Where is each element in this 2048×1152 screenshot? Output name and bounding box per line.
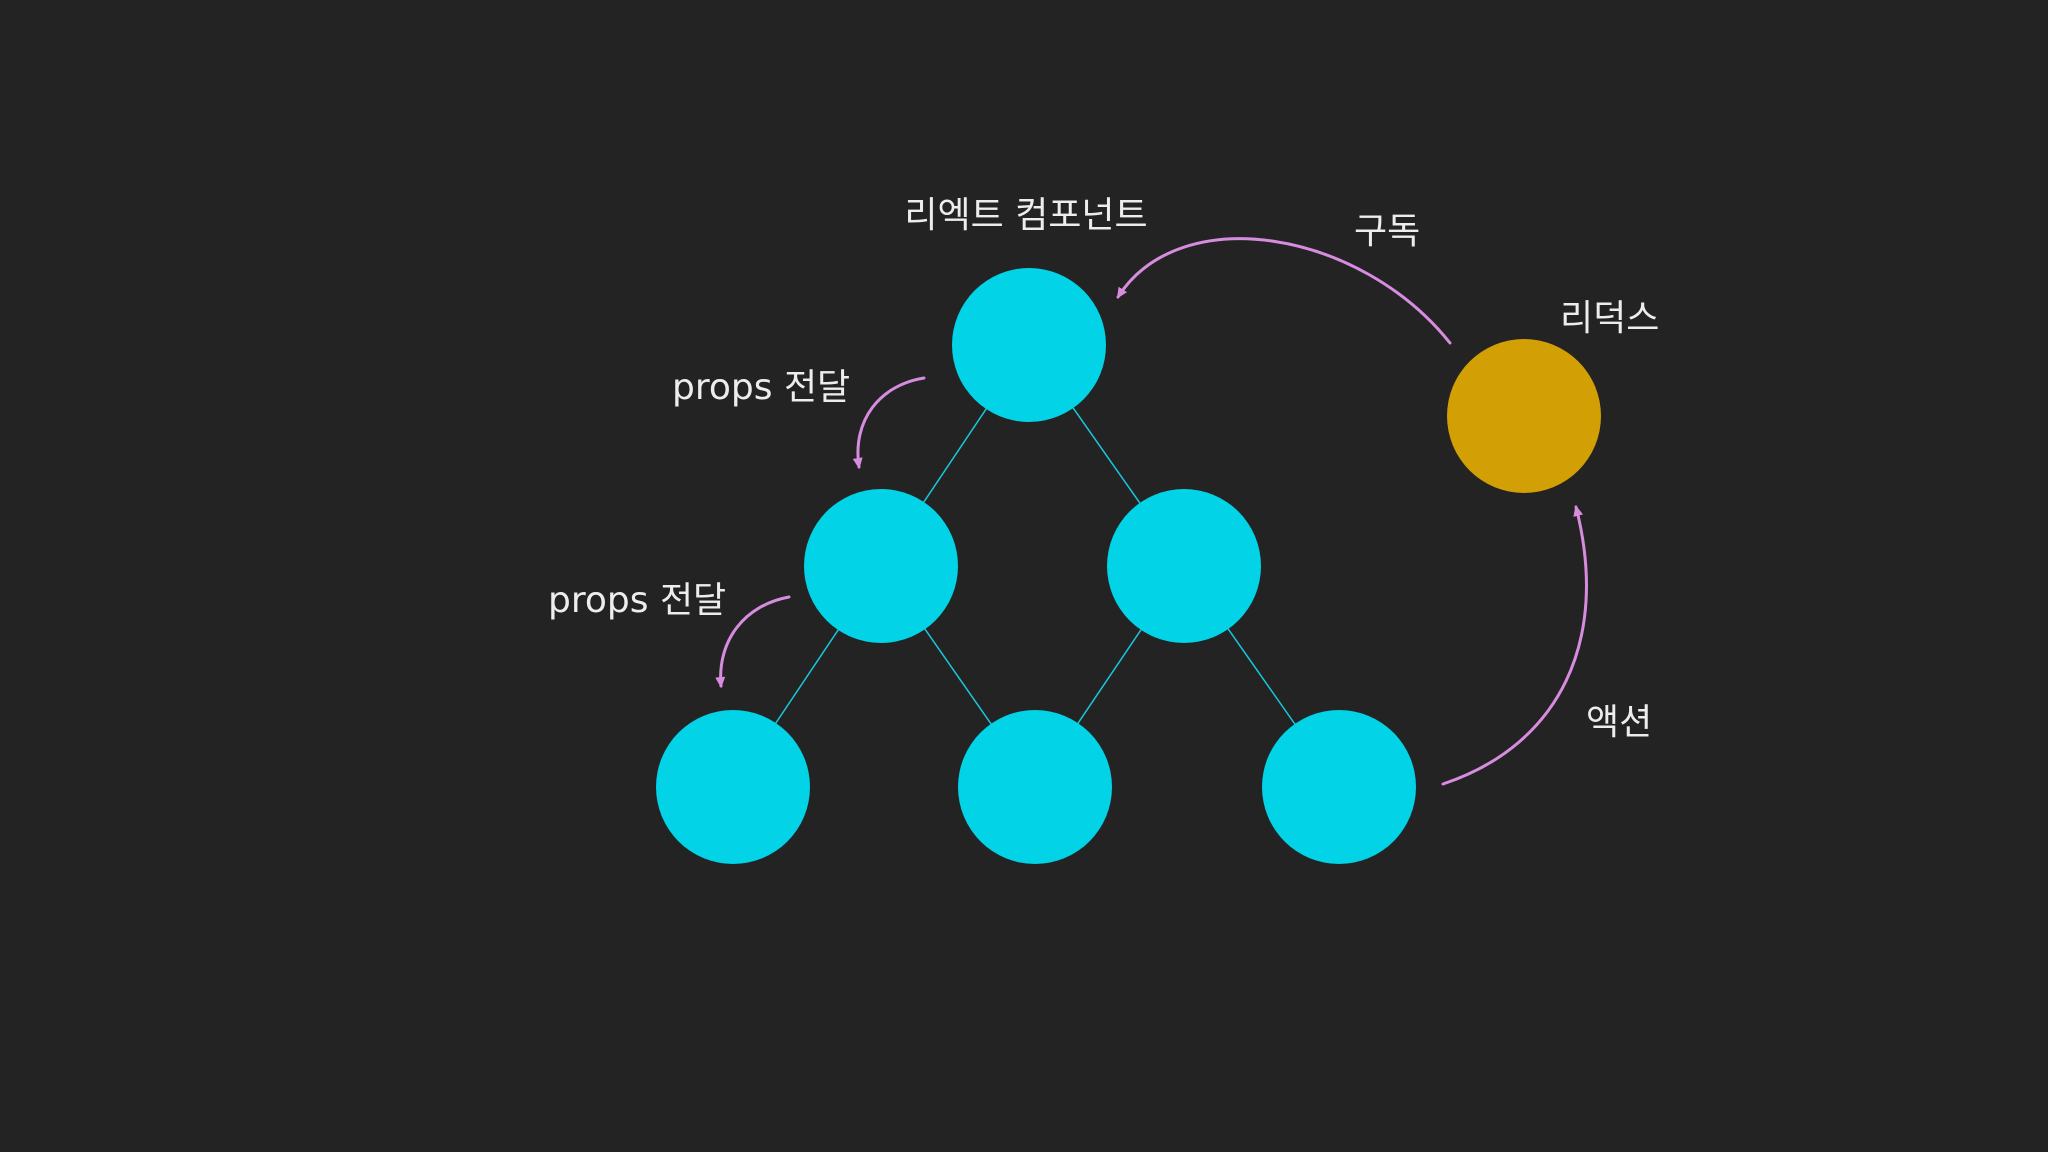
props-pass-label-2: props 전달 <box>548 580 727 621</box>
component-leaf-1-node <box>656 710 810 864</box>
action-arrow <box>1441 505 1588 786</box>
react-component-label: 리엑트 컴포넌트 <box>904 195 1148 236</box>
action-label: 액션 <box>1586 702 1653 743</box>
props-arrow-1 <box>852 376 926 469</box>
redux-label: 리덕스 <box>1560 298 1660 339</box>
props-pass-label-1: props 전달 <box>672 367 851 408</box>
component-level2-right-node <box>1107 489 1261 643</box>
diagram-nodes <box>656 268 1601 864</box>
flow-arrows <box>715 237 1588 786</box>
component-leaf-2-node <box>958 710 1112 864</box>
redux-store-node <box>1447 339 1601 493</box>
subscribe-label: 구독 <box>1354 211 1421 252</box>
component-root-node <box>952 268 1106 422</box>
props-arrow-2 <box>715 595 791 688</box>
component-level2-left-node <box>804 489 958 643</box>
subscribe-arrow <box>1116 237 1452 345</box>
component-leaf-3-node <box>1262 710 1416 864</box>
